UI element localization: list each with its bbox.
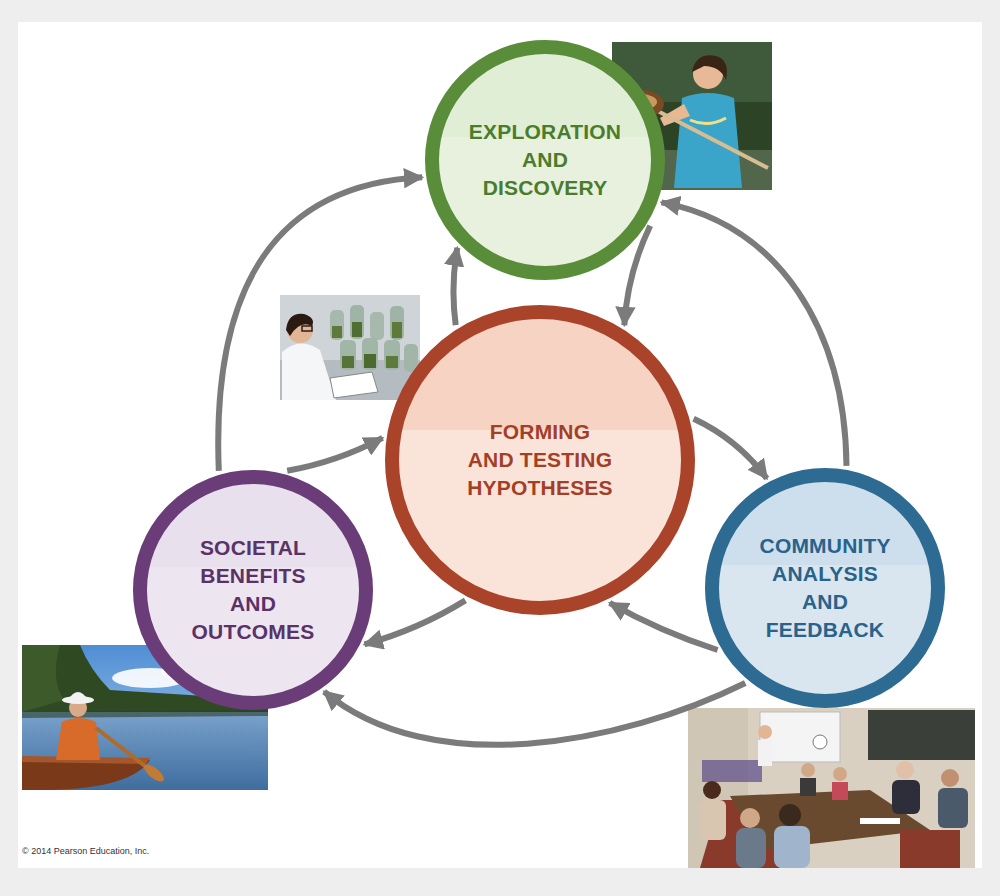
cycle-arrow	[324, 683, 745, 745]
cycle-arrow	[453, 248, 457, 326]
copyright-note: © 2014 Pearson Education, Inc.	[22, 846, 149, 856]
process-circle: SOCIETAL BENEFITS AND OUTCOMES	[133, 470, 373, 710]
text-holder: EXPLORATION AND DISCOVERY	[425, 40, 665, 280]
meeting-photo	[688, 708, 975, 868]
circle-outline	[705, 468, 945, 708]
panel	[18, 22, 982, 868]
process-circle: COMMUNITY ANALYSIS AND FEEDBACK	[705, 468, 945, 708]
text-holder: SOCIETAL BENEFITS AND OUTCOMES	[133, 470, 373, 710]
cycle-arrow	[694, 419, 767, 479]
process-circle: EXPLORATION AND DISCOVERY	[425, 40, 665, 280]
process-circle: FORMING AND TESTING HYPOTHESES	[385, 305, 695, 615]
cycle-arrow	[365, 600, 466, 644]
circle-label: FORMING AND TESTING HYPOTHESES	[467, 418, 613, 502]
circle-label: EXPLORATION AND DISCOVERY	[469, 118, 621, 202]
circle-shape	[712, 475, 938, 701]
circle-shape	[392, 312, 688, 608]
text-holder: FORMING AND TESTING HYPOTHESES	[385, 305, 695, 615]
lab-photo	[280, 295, 420, 400]
circle-label: COMMUNITY ANALYSIS AND FEEDBACK	[760, 532, 891, 644]
circle-label: SOCIETAL BENEFITS AND OUTCOMES	[192, 534, 315, 646]
cycle-arrow	[610, 603, 718, 650]
circle-shape	[432, 47, 658, 273]
text-holder: COMMUNITY ANALYSIS AND FEEDBACK	[705, 468, 945, 708]
cycle-arrow	[287, 438, 382, 471]
circle-shape	[140, 477, 366, 703]
circle-outline	[133, 470, 373, 710]
